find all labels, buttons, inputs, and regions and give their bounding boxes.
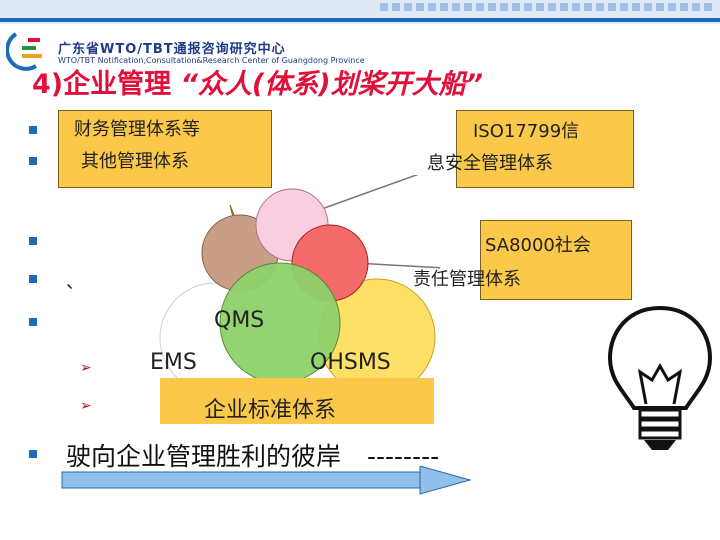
bullet-5 [29, 318, 37, 326]
bottom-statement: 驶向企业管理胜利的彼岸 -------- [66, 437, 439, 473]
org-name: 广东省WTO/TBT通报咨询研究中心 [58, 42, 286, 57]
title-main: 4)企业管理 [32, 69, 172, 100]
finance-callout: 财务管理体系等 其他管理体系 [58, 110, 272, 188]
comma-mark: 、 [66, 272, 84, 293]
iso-pointer [304, 175, 419, 216]
standard-system-box: 企业标准体系 [160, 378, 434, 424]
finance-line-1: 财务管理体系等 [74, 119, 200, 140]
bullet-4 [29, 275, 37, 283]
org-subtitle: WTO/TBT Notification,Consultation&Resear… [58, 56, 365, 65]
title-quote: “众人(体系)划桨开大船” [180, 69, 484, 100]
sa-line-1: SA8000社会 [485, 235, 591, 256]
iso-callout: ISO17799信 息安全管理体系 [427, 110, 634, 188]
sa-line-2: 责任管理体系 [413, 269, 521, 290]
bullet-6 [29, 450, 37, 458]
ohsms-label: OHSMS [310, 350, 391, 375]
arrow-bullet-2: ➢ [80, 398, 92, 414]
ems-label: EMS [150, 350, 197, 375]
bullet-2 [29, 157, 37, 165]
management-systems-diagram [159, 175, 440, 396]
bottom-dashes: -------- [366, 442, 440, 471]
lightbulb-icon [607, 305, 713, 450]
direction-arrow-icon [61, 466, 472, 495]
standard-system-label: 企业标准体系 [204, 398, 337, 423]
bullet-3 [29, 237, 37, 245]
slide-title: 4)企业管理 “众人(体系)划桨开大船” [32, 62, 483, 101]
bullet-1 [29, 126, 37, 134]
iso-line-2: 息安全管理体系 [427, 153, 553, 174]
bottom-text: 驶向企业管理胜利的彼岸 [66, 442, 342, 471]
iso-line-1: ISO17799信 [473, 121, 580, 142]
sa-callout: SA8000社会 责任管理体系 [413, 220, 632, 300]
org-logo-icon [6, 32, 42, 71]
qms-label: QMS [214, 308, 265, 333]
finance-line-2: 其他管理体系 [81, 151, 189, 172]
sa-pointer [354, 262, 440, 269]
header-banner [0, 0, 720, 24]
arrow-bullet-1: ➢ [80, 360, 92, 376]
